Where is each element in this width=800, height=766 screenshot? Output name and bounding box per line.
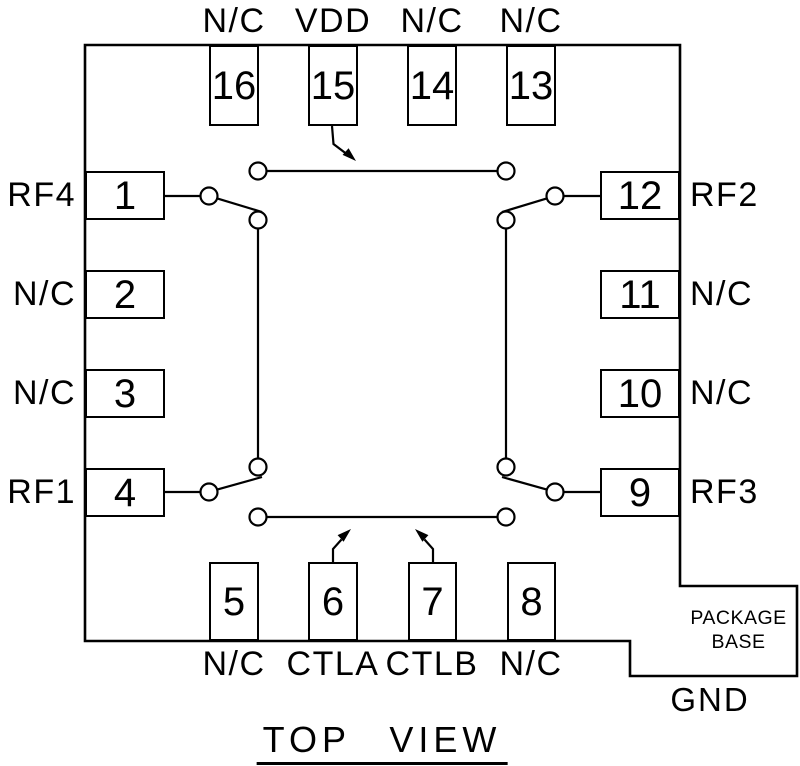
pin-box-8: 8 [507,562,556,641]
pin-label-10: N/C [690,373,754,412]
pin-number-15: 15 [310,63,356,108]
diagram-title: TOP VIEW [256,720,508,765]
pin-number-8: 8 [520,579,543,624]
ctla-arrow-head-icon [337,529,351,542]
pin-box-9: 9 [600,468,680,517]
pin-number-10: 10 [617,371,663,416]
pin-label-13: N/C [499,1,563,40]
contact-circle [496,507,516,527]
pin-box-4: 4 [85,468,165,517]
contact-circle [545,482,565,502]
contact-circle [496,457,516,477]
contact-circle [496,210,516,230]
package-base-label-line2: BASE [711,631,766,653]
package-base-label-line1: PACKAGE [690,607,787,629]
pin-box-3: 3 [85,369,165,418]
pin-number-6: 6 [321,579,345,624]
contact-circle [248,210,268,230]
pin-number-7: 7 [421,579,444,624]
pin-number-9: 9 [628,470,652,515]
pin-box-5: 5 [209,562,259,641]
pin-number-12: 12 [617,173,663,218]
pin-number-4: 4 [113,470,137,515]
pin-label-16: N/C [202,1,266,40]
pin-number-16: 16 [211,63,257,108]
pin-label-3: N/C [12,373,76,412]
pin-box-11: 11 [600,270,680,319]
vdd-arrow-line [330,125,347,155]
ctlb-arrow-line [423,538,435,562]
pin-number-13: 13 [508,63,554,108]
pointer-arrows [330,125,435,562]
pin-label-7: CTLB [385,644,479,683]
pin-label-6: CTLA [286,644,380,683]
vdd-arrow-head-icon [342,148,356,161]
pin-label-4: RF1 [7,472,76,511]
contact-circle [545,186,565,206]
pin-box-1: 1 [85,171,165,220]
contact-circle [199,482,219,502]
pin-label-12: RF2 [690,175,759,214]
pin-box-15: 15 [308,45,358,126]
pin-number-5: 5 [222,579,246,624]
switch-arm-rf4 [217,197,263,214]
pin-box-6: 6 [308,562,358,641]
pin-box-7: 7 [408,562,457,641]
pin-box-10: 10 [600,369,680,418]
contact-circle [199,186,219,206]
pin-label-15: VDD [294,1,372,40]
pin-label-14: N/C [400,1,464,40]
contact-circle [248,457,268,477]
contact-circle [248,507,268,527]
pin-number-2: 2 [113,272,137,317]
pin-label-8: N/C [499,644,563,683]
pin-number-11: 11 [619,272,661,317]
pin-label-11: N/C [690,274,754,313]
pin-box-12: 12 [600,171,680,220]
switch-arm-rf1 [217,475,263,491]
ctlb-arrow-head-icon [415,529,429,542]
pin-box-2: 2 [85,270,165,319]
package-outline [83,43,799,678]
pin-label-5: N/C [202,644,266,683]
pin-label-9: RF3 [690,472,759,511]
pin-number-14: 14 [409,63,455,108]
pin-label-2: N/C [12,274,76,313]
switch-arm-rf2 [501,197,547,214]
pin-box-13: 13 [506,45,556,126]
pin-box-14: 14 [407,45,457,126]
contact-circle [496,161,516,181]
contact-circle [248,161,268,181]
pin-number-1: 1 [113,173,137,218]
pin-label-1: RF4 [7,175,76,214]
pin-box-16: 16 [209,45,259,126]
ground-label: GND [670,681,750,718]
ctla-arrow-line [331,538,343,562]
switch-arm-rf3 [501,475,547,491]
switch-schematic [165,169,600,519]
pin-number-3: 3 [113,371,137,416]
package-base-label: PACKAGE BASE [682,606,795,654]
contact-circles [199,161,565,527]
